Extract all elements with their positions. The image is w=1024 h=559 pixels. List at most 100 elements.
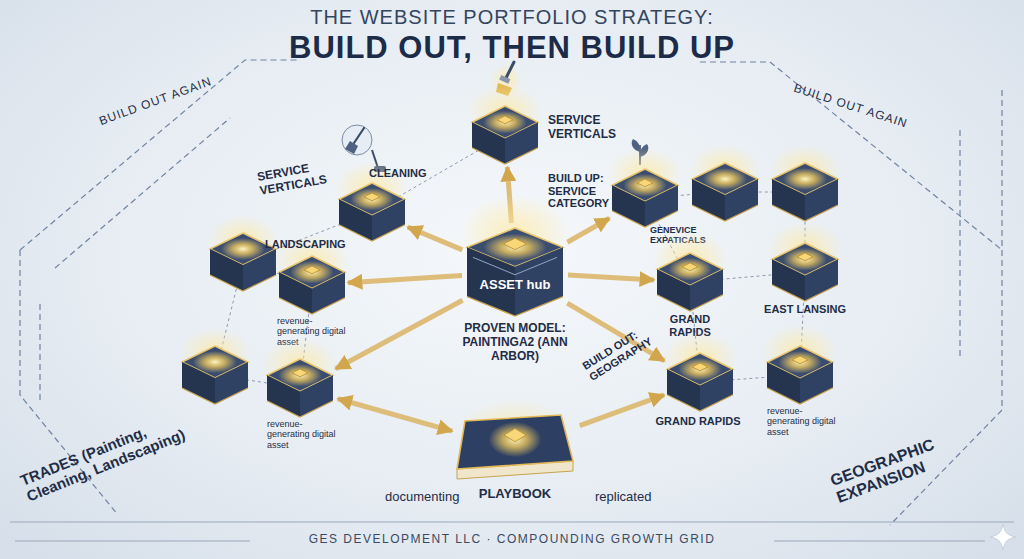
cube-icon	[503, 238, 526, 250]
cube-icon	[692, 363, 708, 371]
cube-glow	[290, 261, 334, 284]
cube-glow	[483, 234, 546, 261]
flow-arrow	[348, 275, 462, 282]
asset-hub: ASSET hubPROVEN MODEL: PAINTINGA2 (ANN A…	[467, 228, 563, 316]
cube-glow	[221, 238, 265, 260]
cube-rim	[210, 275, 276, 291]
node-shape	[772, 243, 838, 301]
subtitle-banner: BUILD OUT, THEN BUILD UP	[0, 30, 1024, 66]
node-shape	[339, 183, 405, 241]
cube-rim	[657, 295, 723, 311]
cube-glow	[703, 168, 747, 190]
cube-rim	[339, 225, 405, 241]
node-shape	[612, 169, 678, 227]
dashed-frame	[39, 300, 40, 400]
book-cover	[457, 415, 573, 469]
flow-arrow	[408, 227, 463, 250]
asset-node: GRAND RAPIDS	[667, 353, 733, 411]
region-label: BUILD OUT AGAIN	[97, 61, 252, 129]
cube-glow	[783, 168, 827, 190]
asset-node: GRAND RAPIDS	[657, 253, 723, 311]
icon-badge	[342, 125, 372, 155]
arrow-label: BUILD OUT: GEOGRAPHY	[580, 314, 670, 383]
asset-cube	[207, 215, 279, 291]
cube-glow	[278, 364, 322, 387]
region-label: BUILD OUT AGAIN	[792, 82, 948, 145]
cube-rim	[472, 148, 538, 164]
region-label: GEOGRAPHIC EXPANSION	[828, 425, 972, 507]
cube-glow	[668, 258, 712, 281]
cube-rim	[692, 205, 758, 221]
watermark-sparkle	[990, 524, 1016, 550]
flow-arrow	[336, 300, 463, 368]
flow-arrow	[338, 399, 452, 431]
asset-cube	[769, 145, 841, 221]
broom-icon	[342, 125, 372, 155]
asset-node: CLEANING	[339, 183, 405, 241]
playbook-node: PLAYBOOK	[455, 415, 575, 483]
node-shape	[657, 253, 723, 311]
arrow-label: documenting	[385, 490, 485, 505]
flow-arrow	[567, 218, 609, 242]
node-label: revenue-generating digital asset	[267, 419, 337, 450]
asset-node: SERVICE VERTICALS	[472, 106, 538, 164]
node-shape	[279, 256, 345, 314]
cube-glow	[193, 351, 237, 373]
node-label: CLEANING	[369, 167, 449, 180]
asset-node: revenue-generating digital asset	[267, 359, 333, 417]
node-label: revenue-generating digital asset	[767, 406, 837, 437]
node-label: SERVICE VERTICALS	[548, 114, 628, 142]
node-shape	[267, 359, 333, 417]
dashed-frame	[55, 118, 230, 268]
cube-rim	[612, 211, 678, 227]
asset-node: LANDSCAPINGrevenue-generating digital as…	[279, 256, 345, 314]
node-shape	[455, 415, 575, 483]
cube-rim	[182, 388, 248, 404]
caption-rule	[15, 541, 250, 542]
hub-panel	[473, 257, 557, 274]
asset-cube	[689, 145, 761, 221]
cube-glow	[350, 188, 394, 211]
arrow-label: replicated	[595, 490, 695, 505]
node-label: PROVEN MODEL: PAINTINGA2 (ANN ARBOR)	[453, 322, 577, 363]
node-shape	[467, 228, 563, 316]
caption: GES DEVELOPMENT LLC · COMPOUNDING GROWTH…	[0, 533, 1024, 547]
node-label: LANDSCAPING	[265, 238, 355, 251]
asset-cube	[179, 328, 251, 404]
region-label: TRADES (Painting, Cleaning, Landscaping)	[18, 409, 189, 505]
cube-glow	[778, 351, 822, 374]
cube-rim	[772, 285, 838, 301]
flow-arrow	[580, 395, 664, 426]
node-label: ASSET hub	[467, 278, 563, 293]
node-label: GRAND RAPIDS	[653, 415, 743, 428]
asset-node: GENEVICE EXPATICALS	[612, 169, 678, 227]
node-label: EAST LANSING	[764, 303, 846, 316]
caption-rule	[774, 541, 985, 542]
arrow-label: BUILD UP: SERVICE CATEGORY	[548, 172, 638, 210]
cube-glow	[783, 248, 827, 271]
node-label: PLAYBOOK	[455, 487, 575, 502]
dashed-frame	[959, 130, 960, 360]
node-shape	[667, 353, 733, 411]
cube-glow	[623, 174, 667, 197]
cube-rim	[667, 395, 733, 411]
broom-handle	[354, 128, 364, 143]
cube-rim	[467, 297, 563, 316]
cube-glow	[678, 358, 722, 381]
asset-node: EAST LANSING	[772, 243, 838, 301]
cube-rim	[279, 298, 345, 314]
book-icon	[504, 428, 526, 441]
cube-icon	[797, 253, 813, 261]
cube-icon	[304, 266, 320, 274]
cube-rim	[772, 205, 838, 221]
book-halo	[455, 398, 575, 473]
brush-ferrule	[499, 75, 510, 84]
cube-rim	[767, 388, 833, 404]
book-glow	[489, 422, 542, 457]
cube-icon	[497, 116, 513, 124]
cube-icon	[364, 193, 380, 201]
node-shape	[767, 346, 833, 404]
diagram-title: THE WEBSITE PORTFOLIO STRATEGY:	[0, 6, 1024, 29]
